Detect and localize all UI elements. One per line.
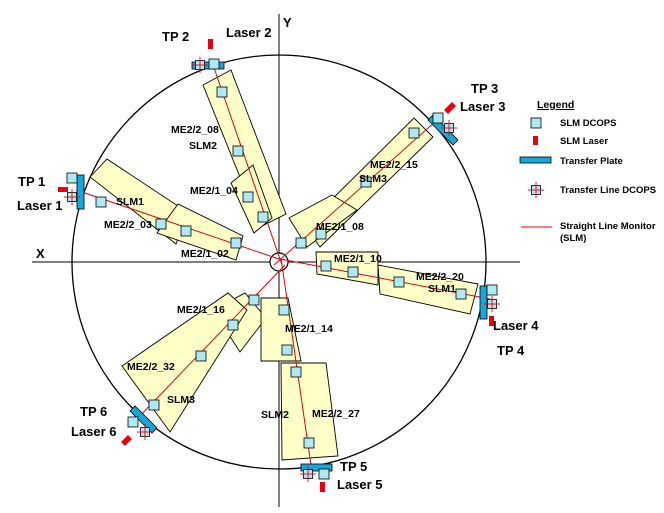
transfer-plate-icon bbox=[519, 156, 552, 164]
chamber-label: ME2/1_10 bbox=[334, 253, 382, 265]
slm-dcops-icon bbox=[180, 225, 192, 237]
legend-label-slm: Straight Line Monitor bbox=[560, 221, 656, 232]
slm-dcops-icon bbox=[530, 117, 542, 129]
slm-laser-icon bbox=[489, 316, 494, 326]
transfer-plate-icon bbox=[300, 463, 333, 472]
slm-dcops-icon bbox=[155, 218, 167, 230]
legend-label-slm-abbrev: (SLM) bbox=[560, 233, 586, 244]
tp3-label: TP 3 bbox=[471, 81, 498, 96]
slm-dcops-icon bbox=[195, 350, 207, 362]
slm-dcops-icon bbox=[230, 237, 242, 249]
slm-laser-icon bbox=[121, 435, 132, 446]
slm-laser-icon bbox=[320, 482, 325, 492]
transfer-plate-tp1 bbox=[58, 172, 85, 210]
slm-laser-icon bbox=[444, 102, 456, 114]
chamber-label: ME2/2_20 bbox=[416, 271, 464, 283]
slm-dcops-icon bbox=[455, 288, 467, 300]
chamber-label: ME2/2_03 bbox=[104, 219, 152, 231]
slm-laser-icon bbox=[58, 187, 68, 192]
slm-dcops-icon bbox=[227, 319, 239, 331]
chamber-me2-1-10 bbox=[315, 251, 379, 286]
laser2-label: Laser 2 bbox=[226, 25, 272, 40]
chamber-label: ME2/1_16 bbox=[177, 304, 225, 316]
chamber-label: ME2/2_15 bbox=[370, 159, 418, 171]
slm-line-tp6 bbox=[135, 264, 286, 421]
tp1-label: TP 1 bbox=[18, 174, 45, 189]
chamber-label: ME2/1_08 bbox=[316, 221, 364, 233]
slm-label: SLM1 bbox=[428, 283, 456, 295]
tp2-label: TP 2 bbox=[162, 29, 189, 44]
transfer-line-dcops-icon bbox=[527, 181, 545, 199]
slm-line-tp5 bbox=[280, 257, 313, 473]
slm-dcops-icon bbox=[281, 344, 293, 356]
slm-label: SLM3 bbox=[167, 394, 195, 406]
slm-dcops-icon bbox=[303, 437, 315, 449]
slm-dcops-icon bbox=[320, 260, 332, 272]
transfer-plate-tp3 bbox=[427, 102, 459, 146]
slm-dcops-icon bbox=[278, 304, 290, 316]
slm-label: SLM3 bbox=[359, 173, 387, 185]
chamber-label: ME2/2_32 bbox=[127, 361, 175, 373]
slm-dcops-icon bbox=[432, 112, 444, 124]
laser4-label: Laser 4 bbox=[493, 318, 539, 333]
slm-dcops-icon bbox=[127, 416, 139, 428]
transfer-plate-tp4 bbox=[479, 284, 501, 326]
chamber-label: ME2/2_27 bbox=[312, 408, 360, 420]
slm-dcops-icon bbox=[318, 468, 330, 480]
slm-dcops-icon bbox=[408, 127, 420, 139]
slm-dcops-icon bbox=[248, 294, 260, 306]
slm-dcops-icon bbox=[290, 366, 302, 378]
transfer-plate-icon bbox=[479, 285, 488, 320]
slm-laser-icon bbox=[208, 39, 213, 49]
slm-label: SLM2 bbox=[189, 140, 217, 152]
slm-laser-icon bbox=[533, 136, 538, 145]
slm-dcops-icon bbox=[486, 284, 498, 296]
x-axis-label: X bbox=[36, 246, 45, 261]
legend: Legend SLM DCOPS SLM Laser Transfer Plat… bbox=[519, 99, 656, 244]
laser3-label: Laser 3 bbox=[460, 99, 506, 114]
legend-label-slm-laser: SLM Laser bbox=[560, 136, 608, 147]
legend-label-transfer-line-dcops: Transfer Line DCOPS bbox=[560, 185, 656, 196]
transfer-plate-icon bbox=[76, 174, 85, 210]
slm-dcops-icon bbox=[148, 399, 160, 411]
chamber-label: ME2/1_14 bbox=[285, 323, 333, 335]
slm-dcops-icon bbox=[295, 237, 307, 249]
slm-dcops-icon bbox=[216, 86, 228, 98]
transfer-plate-tp6 bbox=[121, 405, 158, 446]
chamber-me2-2-27 bbox=[280, 362, 339, 461]
chamber-label: ME2/1_02 bbox=[181, 248, 229, 260]
transfer-plate-icon bbox=[191, 61, 225, 70]
legend-label-transfer-plate: Transfer Plate bbox=[560, 156, 623, 167]
slm-dcops-icon bbox=[95, 196, 107, 208]
legend-label-slm-dcops: SLM DCOPS bbox=[560, 118, 616, 129]
slm-label: SLM2 bbox=[261, 409, 289, 421]
tp5-label: TP 5 bbox=[340, 459, 367, 474]
laser5-label: Laser 5 bbox=[337, 477, 383, 492]
tp4-label: TP 4 bbox=[497, 343, 525, 358]
slm-dcops-icon bbox=[242, 191, 254, 203]
chamber-label: ME2/1_04 bbox=[190, 185, 238, 197]
slm-dcops-icon bbox=[347, 266, 359, 278]
y-axis-label: Y bbox=[283, 15, 292, 30]
transfer-line-dcops-icon bbox=[191, 56, 209, 74]
laser1-label: Laser 1 bbox=[17, 198, 63, 213]
transfer-plate-tp5 bbox=[299, 463, 333, 492]
slm-dcops-icon bbox=[257, 211, 269, 223]
chamber-label: ME2/2_08 bbox=[171, 124, 219, 136]
slm-dcops-icon bbox=[208, 58, 220, 70]
legend-title: Legend bbox=[537, 99, 574, 111]
laser6-label: Laser 6 bbox=[71, 424, 117, 439]
slm-line-tp1 bbox=[75, 189, 277, 259]
slm-dcops-icon bbox=[66, 172, 78, 184]
transfer-plate-tp2 bbox=[191, 39, 225, 74]
slm-dcops-icon bbox=[393, 276, 405, 288]
slm-label: SLM1 bbox=[116, 196, 144, 208]
slm-line-tp4 bbox=[274, 257, 491, 300]
tp6-label: TP 6 bbox=[80, 404, 107, 419]
slm-dcops-icon bbox=[232, 145, 244, 157]
